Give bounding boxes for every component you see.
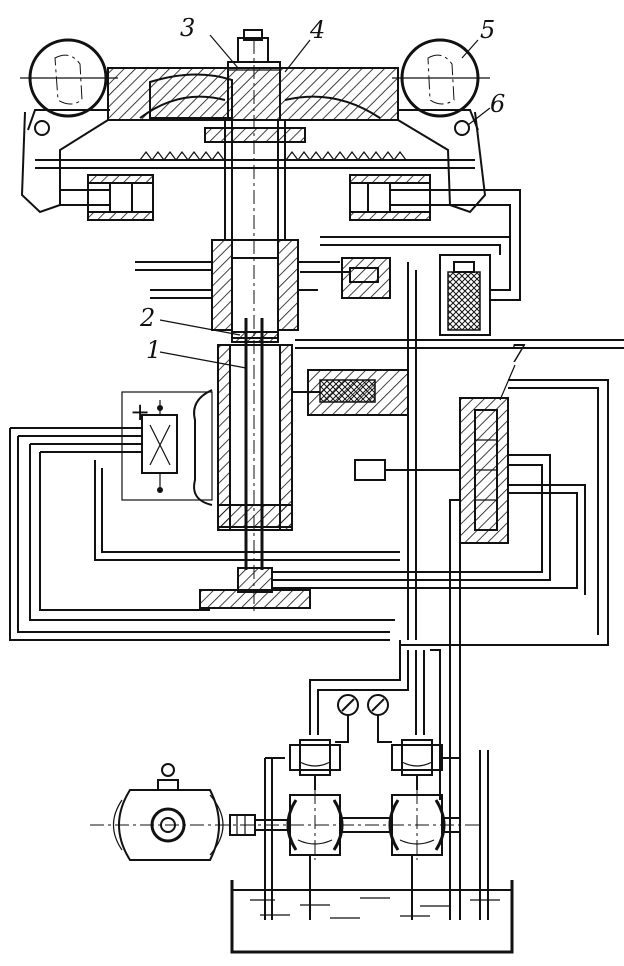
pressure-gauge-icon <box>335 694 359 743</box>
plunger <box>292 369 409 416</box>
label-4: 4 <box>309 16 325 44</box>
control-valve-right <box>391 739 460 790</box>
control-valve-left <box>265 739 341 790</box>
terminal-symbol: + <box>130 398 150 426</box>
label-5: 5 <box>480 16 495 44</box>
roller-left <box>20 38 118 118</box>
piping <box>9 189 624 920</box>
guide-plates <box>135 261 340 299</box>
label-3: 3 <box>180 14 195 42</box>
roller-icon <box>392 38 490 118</box>
solenoid-icon <box>439 254 491 336</box>
electric-motor-icon <box>90 763 480 861</box>
base-plate <box>199 567 311 609</box>
stop-block <box>300 257 391 299</box>
switch-box: + <box>121 389 213 506</box>
label-7: 7 <box>510 340 526 368</box>
frame-arms <box>20 109 487 214</box>
leader-lines <box>159 34 516 401</box>
pressure-gauge-right <box>367 694 392 743</box>
oil-tank-icon <box>230 880 514 954</box>
label-6: 6 <box>490 90 505 118</box>
label-1: 1 <box>146 336 161 364</box>
cylinder-left <box>60 174 154 221</box>
spool-valve-icon <box>354 397 509 544</box>
main-column <box>211 119 299 570</box>
label-2: 2 <box>139 304 155 332</box>
tank-pipes <box>264 750 489 920</box>
top-crossbar <box>107 29 399 121</box>
rack <box>139 127 407 161</box>
cylinder-right <box>349 174 470 221</box>
